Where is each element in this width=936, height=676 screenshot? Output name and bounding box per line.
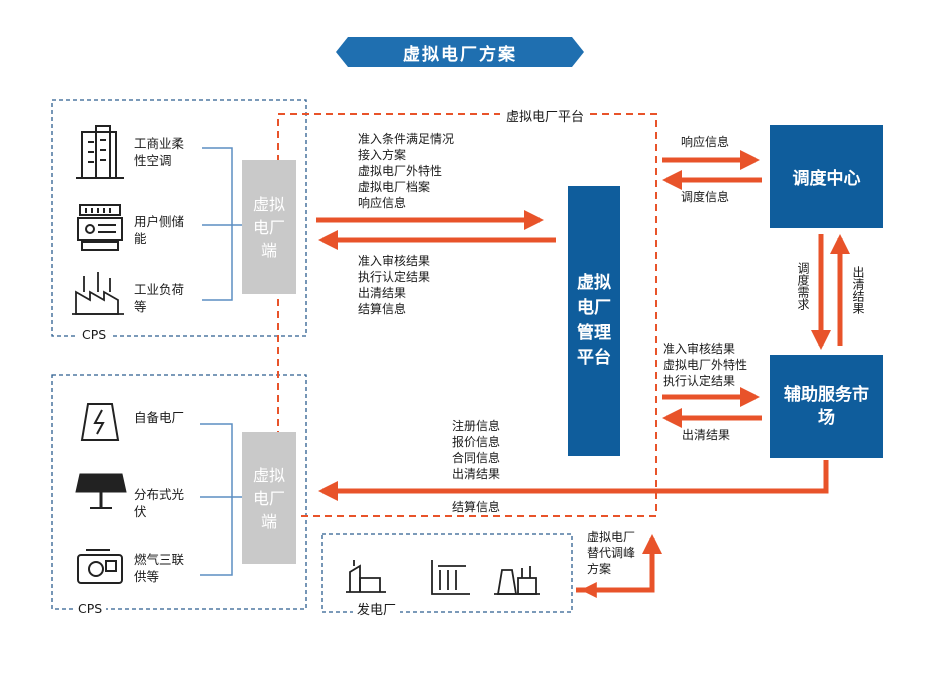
- power-plant-label: 发电厂: [353, 599, 401, 618]
- power-station-icon: [346, 560, 386, 593]
- vpp-terminal-bottom-label: 虚拟电厂端: [252, 465, 285, 531]
- flow-text: 合同信息: [452, 451, 501, 465]
- flow-market-to-dispatch: 出清结果: [851, 266, 865, 314]
- bottom-connector-bracket: [200, 423, 242, 576]
- flow-to-dispatch: 响应信息: [681, 135, 730, 149]
- flow-text: 准入条件满足情况: [358, 132, 455, 146]
- flow-text: 接入方案: [358, 148, 407, 162]
- flow-text: 虚拟电厂外特性: [663, 358, 748, 372]
- energy-storage-icon: [77, 204, 123, 251]
- flow-dispatch-to-market: 调度需求: [796, 262, 810, 310]
- arrow-market-to-lower-terminal: [318, 460, 829, 501]
- office-building-icon: [76, 125, 124, 179]
- flow-platform-to-market: 准入审核结果 虚拟电厂外特性 执行认定结果: [663, 341, 747, 389]
- flow-plant: 虚拟电厂 替代调峰 方案: [587, 529, 635, 577]
- dispatch-center-label: 调度中心: [792, 169, 861, 189]
- solar-panel-icon: [75, 473, 127, 509]
- platform-boundary: [277, 113, 657, 517]
- flow-text: 注册信息: [452, 419, 501, 433]
- cps-top-label: CPS: [78, 327, 111, 342]
- flow-text: 准入审核结果: [663, 342, 736, 356]
- top-connector-bracket: [202, 147, 242, 301]
- flow-market-to-platform: 出清结果: [682, 428, 731, 442]
- cps-item-label-solar: 分布式光伏: [134, 487, 185, 519]
- flow-text: 执行认定结果: [358, 270, 431, 284]
- cps-item-label-storage: 用户侧储能: [134, 214, 185, 246]
- vpp-terminal-top: 虚拟电厂端: [242, 160, 296, 294]
- flow-market-to-lower-terminal: 注册信息 报价信息 合同信息 出清结果: [452, 418, 500, 482]
- flow-platform-to-terminal: 准入审核结果 执行认定结果 出清结果 结算信息: [358, 253, 430, 317]
- page-title: 虚拟电厂方案: [336, 37, 584, 67]
- cps-item-label-captive-plant: 自备电厂: [134, 410, 185, 425]
- flow-text: 虚拟电厂: [587, 530, 636, 544]
- flow-text: 执行认定结果: [663, 374, 736, 388]
- flow-settlement: 结算信息: [452, 500, 501, 514]
- flow-text: 出清结果: [452, 467, 501, 481]
- cps-bottom-group: [51, 374, 307, 610]
- cps-bottom-label: CPS: [74, 601, 107, 616]
- flow-from-dispatch: 调度信息: [681, 190, 730, 204]
- platform-label: 虚拟电厂平台: [500, 106, 591, 125]
- dispatch-center: 调度中心: [770, 125, 883, 228]
- aux-service-market: 辅助服务市场: [770, 355, 883, 458]
- flow-text: 虚拟电厂档案: [358, 180, 431, 194]
- flow-text: 替代调峰: [587, 546, 636, 560]
- management-platform-label: 虚拟电厂管理平台: [577, 273, 611, 368]
- aux-market-label: 辅助服务市场: [784, 384, 869, 428]
- hydro-plant-icon: [431, 560, 470, 595]
- vpp-terminal-top-label: 虚拟电厂端: [252, 194, 285, 260]
- vpp-management-platform: 虚拟电厂管理平台: [568, 186, 620, 456]
- cps-item-label-cchp: 燃气三联供等: [134, 552, 185, 584]
- power-generator-icon: [80, 403, 120, 441]
- flow-text: 报价信息: [452, 435, 501, 449]
- flow-text: 出清结果: [358, 286, 407, 300]
- flow-text: 结算信息: [358, 302, 407, 316]
- vpp-terminal-bottom: 虚拟电厂端: [242, 432, 296, 564]
- nuclear-plant-icon: [494, 566, 540, 595]
- power-plant-group: [321, 533, 573, 613]
- flow-text: 准入审核结果: [358, 254, 431, 268]
- flow-text: 虚拟电厂外特性: [358, 164, 443, 178]
- factory-icon: [72, 272, 124, 315]
- flow-text: 响应信息: [358, 196, 407, 210]
- gas-engine-icon: [77, 549, 123, 584]
- cps-item-label-aircon: 工商业柔性空调: [134, 136, 185, 168]
- flow-terminal-to-platform: 准入条件满足情况 接入方案 虚拟电厂外特性 虚拟电厂档案 响应信息: [358, 131, 454, 211]
- cps-top-group: [51, 99, 307, 337]
- cps-item-label-industrial: 工业负荷等: [134, 282, 185, 314]
- flow-text: 方案: [587, 562, 612, 576]
